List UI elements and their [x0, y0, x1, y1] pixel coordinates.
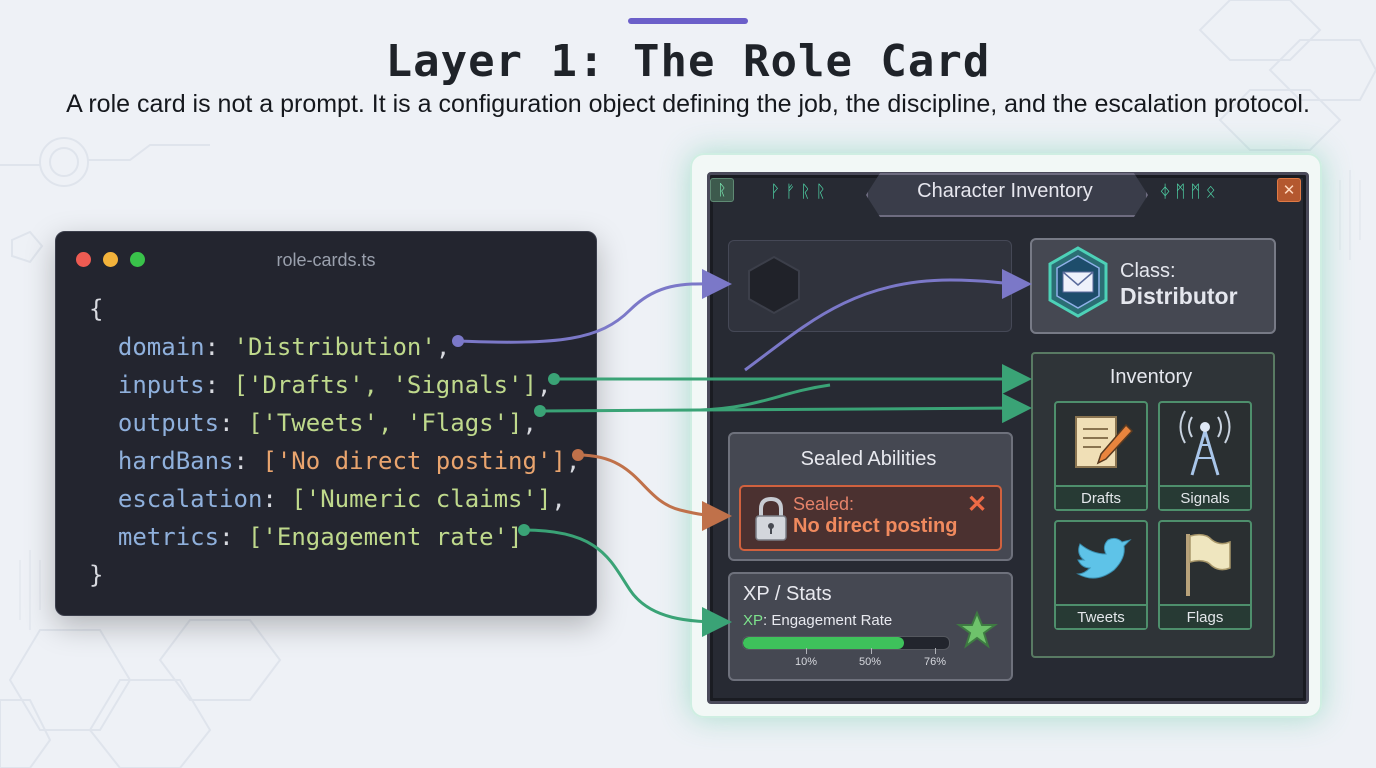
close-icon[interactable]: ✕: [967, 491, 988, 518]
class-card[interactable]: [1030, 238, 1276, 334]
code-open-brace: {: [89, 295, 104, 323]
code-key: outputs: [117, 409, 220, 437]
hexagon-icon: [748, 255, 800, 315]
code-value: 'Distribution': [233, 333, 436, 361]
connector-outputs-curve: [699, 383, 831, 412]
twitter-bird-icon: [1076, 537, 1132, 579]
flag-icon: [1186, 533, 1231, 596]
title-accent-bar: [628, 18, 748, 24]
page-title: Layer 1: The Role Card: [385, 36, 991, 87]
code-line: hardBans: ['No direct posting'],: [117, 447, 581, 475]
connector-node: [534, 405, 546, 417]
code-editor: role-cards.ts { domain: 'Distribution', …: [55, 231, 597, 616]
connector-node: [572, 449, 584, 461]
connector-metrics: [523, 528, 732, 637]
inventory-item-drafts[interactable]: Drafts: [1054, 401, 1148, 511]
class-value: Distributor: [1120, 283, 1238, 309]
class-label: Class:: [1120, 260, 1176, 282]
inventory-panel-title: Inventory: [1109, 366, 1193, 388]
code-line: escalation: ['Numeric claims'],: [117, 485, 566, 513]
connector-node: [452, 335, 464, 347]
xp-tick-label: 10%: [795, 656, 818, 668]
code-key: inputs: [117, 371, 205, 399]
envelope-icon: [1048, 246, 1108, 318]
sealed-label: Sealed:: [793, 494, 855, 514]
xp-progress-bar: [742, 636, 950, 650]
connector-hardbans: [577, 453, 732, 531]
code-value: ['Tweets', 'Flags']: [247, 409, 523, 437]
xp-tick-label: 76%: [924, 656, 947, 668]
item-label: Drafts: [1080, 490, 1121, 507]
code-line: metrics: ['Engagement rate']: [117, 523, 523, 551]
code-line: inputs: ['Drafts', 'Signals'],: [117, 371, 552, 399]
item-label: Flags: [1186, 609, 1224, 626]
code-key: domain: [117, 333, 205, 361]
code-close-brace: }: [89, 561, 104, 589]
xp-progress-fill: [743, 637, 904, 649]
code-value: ['Drafts', 'Signals']: [233, 371, 537, 399]
code-key: metrics: [117, 523, 220, 551]
sealed-value: No direct posting: [793, 515, 958, 537]
connector-node: [548, 373, 560, 385]
code-key: hardBans: [117, 447, 234, 475]
xp-label: XP: Engagement Rate: [743, 612, 893, 629]
document-pencil-icon: [1075, 416, 1134, 468]
inventory-item-flags[interactable]: Flags: [1158, 520, 1252, 630]
code-block: { domain: 'Distribution', inputs: ['Draf…: [89, 290, 580, 594]
window-close-button[interactable]: ✕: [1277, 178, 1301, 202]
inventory-title-plate: [866, 173, 1148, 217]
code-line: domain: 'Distribution',: [117, 333, 451, 361]
code-key: escalation: [117, 485, 263, 513]
xp-stats-title: XP / Stats: [743, 583, 832, 605]
padlock-icon: [755, 496, 787, 541]
inventory-item-tweets[interactable]: Tweets: [1054, 520, 1148, 630]
xp-tick-label: 50%: [859, 656, 882, 668]
inventory-window-title: Character Inventory: [917, 180, 1093, 202]
radio-tower-icon: [1179, 410, 1231, 476]
item-label: Signals: [1180, 490, 1230, 507]
rune-badge-icon: ᚱ: [710, 178, 734, 202]
maximize-window-dot[interactable]: [130, 252, 145, 267]
close-window-dot[interactable]: [76, 252, 91, 267]
connector-outputs: [539, 393, 1032, 424]
code-value: ['No direct posting']: [262, 447, 566, 475]
runes-left: ᚹᚠᚱᚱ: [770, 182, 831, 202]
item-label: Tweets: [1077, 609, 1125, 626]
code-value: ['Numeric claims']: [291, 485, 552, 513]
page-subtitle: A role card is not a prompt. It is a con…: [66, 90, 1310, 118]
sealed-abilities-title: Sealed Abilities: [800, 448, 937, 470]
runes-right: ᛄᛗᛗᛟ: [1160, 182, 1221, 202]
connector-domain: [457, 268, 732, 344]
connector-domain-class: [744, 268, 1032, 372]
inventory-item-signals[interactable]: Signals: [1158, 401, 1252, 511]
connector-node: [518, 524, 530, 536]
editor-filename: role-cards.ts: [276, 250, 376, 270]
sealed-ability-card[interactable]: [739, 485, 1002, 551]
code-value: ['Engagement rate']: [247, 523, 523, 551]
minimize-window-dot[interactable]: [103, 252, 118, 267]
star-icon: [956, 610, 998, 649]
code-line: outputs: ['Tweets', 'Flags'],: [117, 409, 537, 437]
